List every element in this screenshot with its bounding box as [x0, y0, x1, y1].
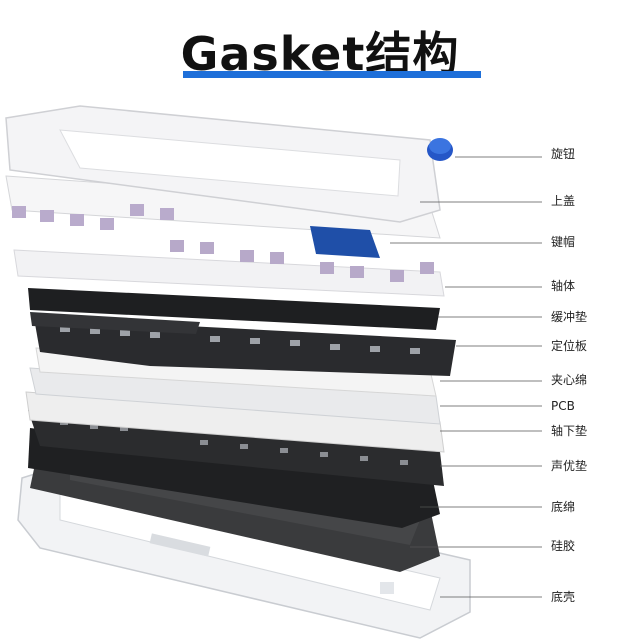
layer-label-top-case: 上盖	[551, 194, 576, 208]
layer-label-plate: 定位板	[551, 339, 588, 353]
layer-label-knob: 旋钮	[551, 147, 576, 161]
switches-shape	[13, 240, 445, 297]
plate-shape	[34, 318, 456, 376]
top-case-shape	[5, 105, 441, 223]
layer-label-switch-pad: 轴下垫	[551, 424, 588, 438]
keycaps-shape	[5, 175, 441, 258]
gasket-pad-shape	[28, 288, 440, 334]
layer-label-keycaps: 键帽	[551, 235, 576, 249]
layer-label-pcb: PCB	[551, 399, 575, 413]
knob-shape	[427, 138, 453, 161]
title-underline	[183, 71, 481, 78]
layer-label-switches: 轴体	[551, 279, 576, 293]
layer-label-bottom-foam: 底绵	[551, 500, 576, 514]
layer-label-gasket-pad: 缓冲垫	[551, 310, 588, 324]
header: Gasket结构	[0, 0, 640, 90]
exploded-keyboard-diagram	[5, 105, 542, 639]
layer-label-sandwich-foam: 夹心绵	[551, 373, 588, 387]
layer-label-silicone: 硅胶	[551, 539, 576, 553]
layer-label-bottom-case: 底壳	[551, 590, 576, 604]
leader-lines	[390, 156, 542, 598]
layer-label-sound-pad: 声优垫	[551, 459, 588, 473]
